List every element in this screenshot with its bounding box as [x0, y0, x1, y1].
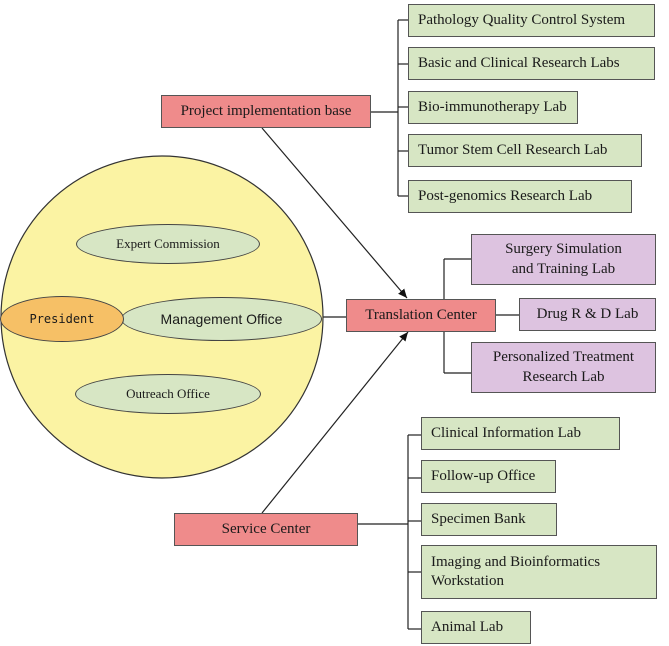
translation-lab-box: Personalized Treatment Research Lab [471, 342, 656, 393]
translation-center-label: Translation Center [365, 306, 477, 323]
lab-label: Pathology Quality Control System [418, 11, 626, 28]
translation-lab-label: Personalized Treatment Research Lab [492, 349, 635, 385]
outreach-office-ellipse: Outreach Office [75, 374, 261, 414]
translation-lab-label: Drug R & D Lab [536, 305, 639, 322]
service-unit-box: Specimen Bank [421, 503, 557, 536]
expert-commission-ellipse: Expert Commission [76, 224, 260, 264]
service-unit-label: Imaging and Bioinformatics Workstation [431, 553, 601, 590]
lab-box: Tumor Stem Cell Research Lab [408, 134, 642, 167]
service-center-label: Service Center [221, 520, 311, 537]
president-label: President [29, 312, 95, 326]
expert-commission-label: Expert Commission [116, 236, 220, 251]
outreach-office-label: Outreach Office [126, 386, 210, 401]
lab-box: Bio-immunotherapy Lab [408, 91, 578, 124]
lab-label: Basic and Clinical Research Labs [418, 54, 620, 71]
management-office-label: Management Office [160, 311, 283, 327]
service-center-box: Service Center [174, 513, 358, 546]
project-implementation-base-box: Project implementation base [161, 95, 371, 128]
service-unit-label: Specimen Bank [431, 510, 526, 527]
management-office-ellipse: Management Office [121, 297, 322, 341]
service-unit-box: Imaging and Bioinformatics Workstation [421, 545, 657, 599]
translation-lab-box: Surgery Simulation and Training Lab [471, 234, 656, 285]
service-unit-box: Clinical Information Lab [421, 417, 620, 450]
service-unit-box: Follow-up Office [421, 460, 556, 493]
service-unit-box: Animal Lab [421, 611, 531, 644]
service-unit-label: Follow-up Office [431, 467, 536, 484]
lab-box: Basic and Clinical Research Labs [408, 47, 655, 80]
project-implementation-base-label: Project implementation base [180, 102, 352, 119]
lab-box: Post-genomics Research Lab [408, 180, 632, 213]
translation-center-box: Translation Center [346, 299, 496, 332]
lab-label: Tumor Stem Cell Research Lab [418, 141, 608, 158]
lab-box: Pathology Quality Control System [408, 4, 655, 37]
president-ellipse: President [0, 296, 124, 342]
translation-lab-box: Drug R & D Lab [519, 298, 656, 331]
translation-lab-label: Surgery Simulation and Training Lab [505, 241, 622, 277]
lab-label: Post-genomics Research Lab [418, 187, 593, 204]
service-unit-label: Animal Lab [431, 618, 504, 635]
service-unit-label: Clinical Information Lab [431, 424, 581, 441]
lab-label: Bio-immunotherapy Lab [418, 98, 567, 115]
